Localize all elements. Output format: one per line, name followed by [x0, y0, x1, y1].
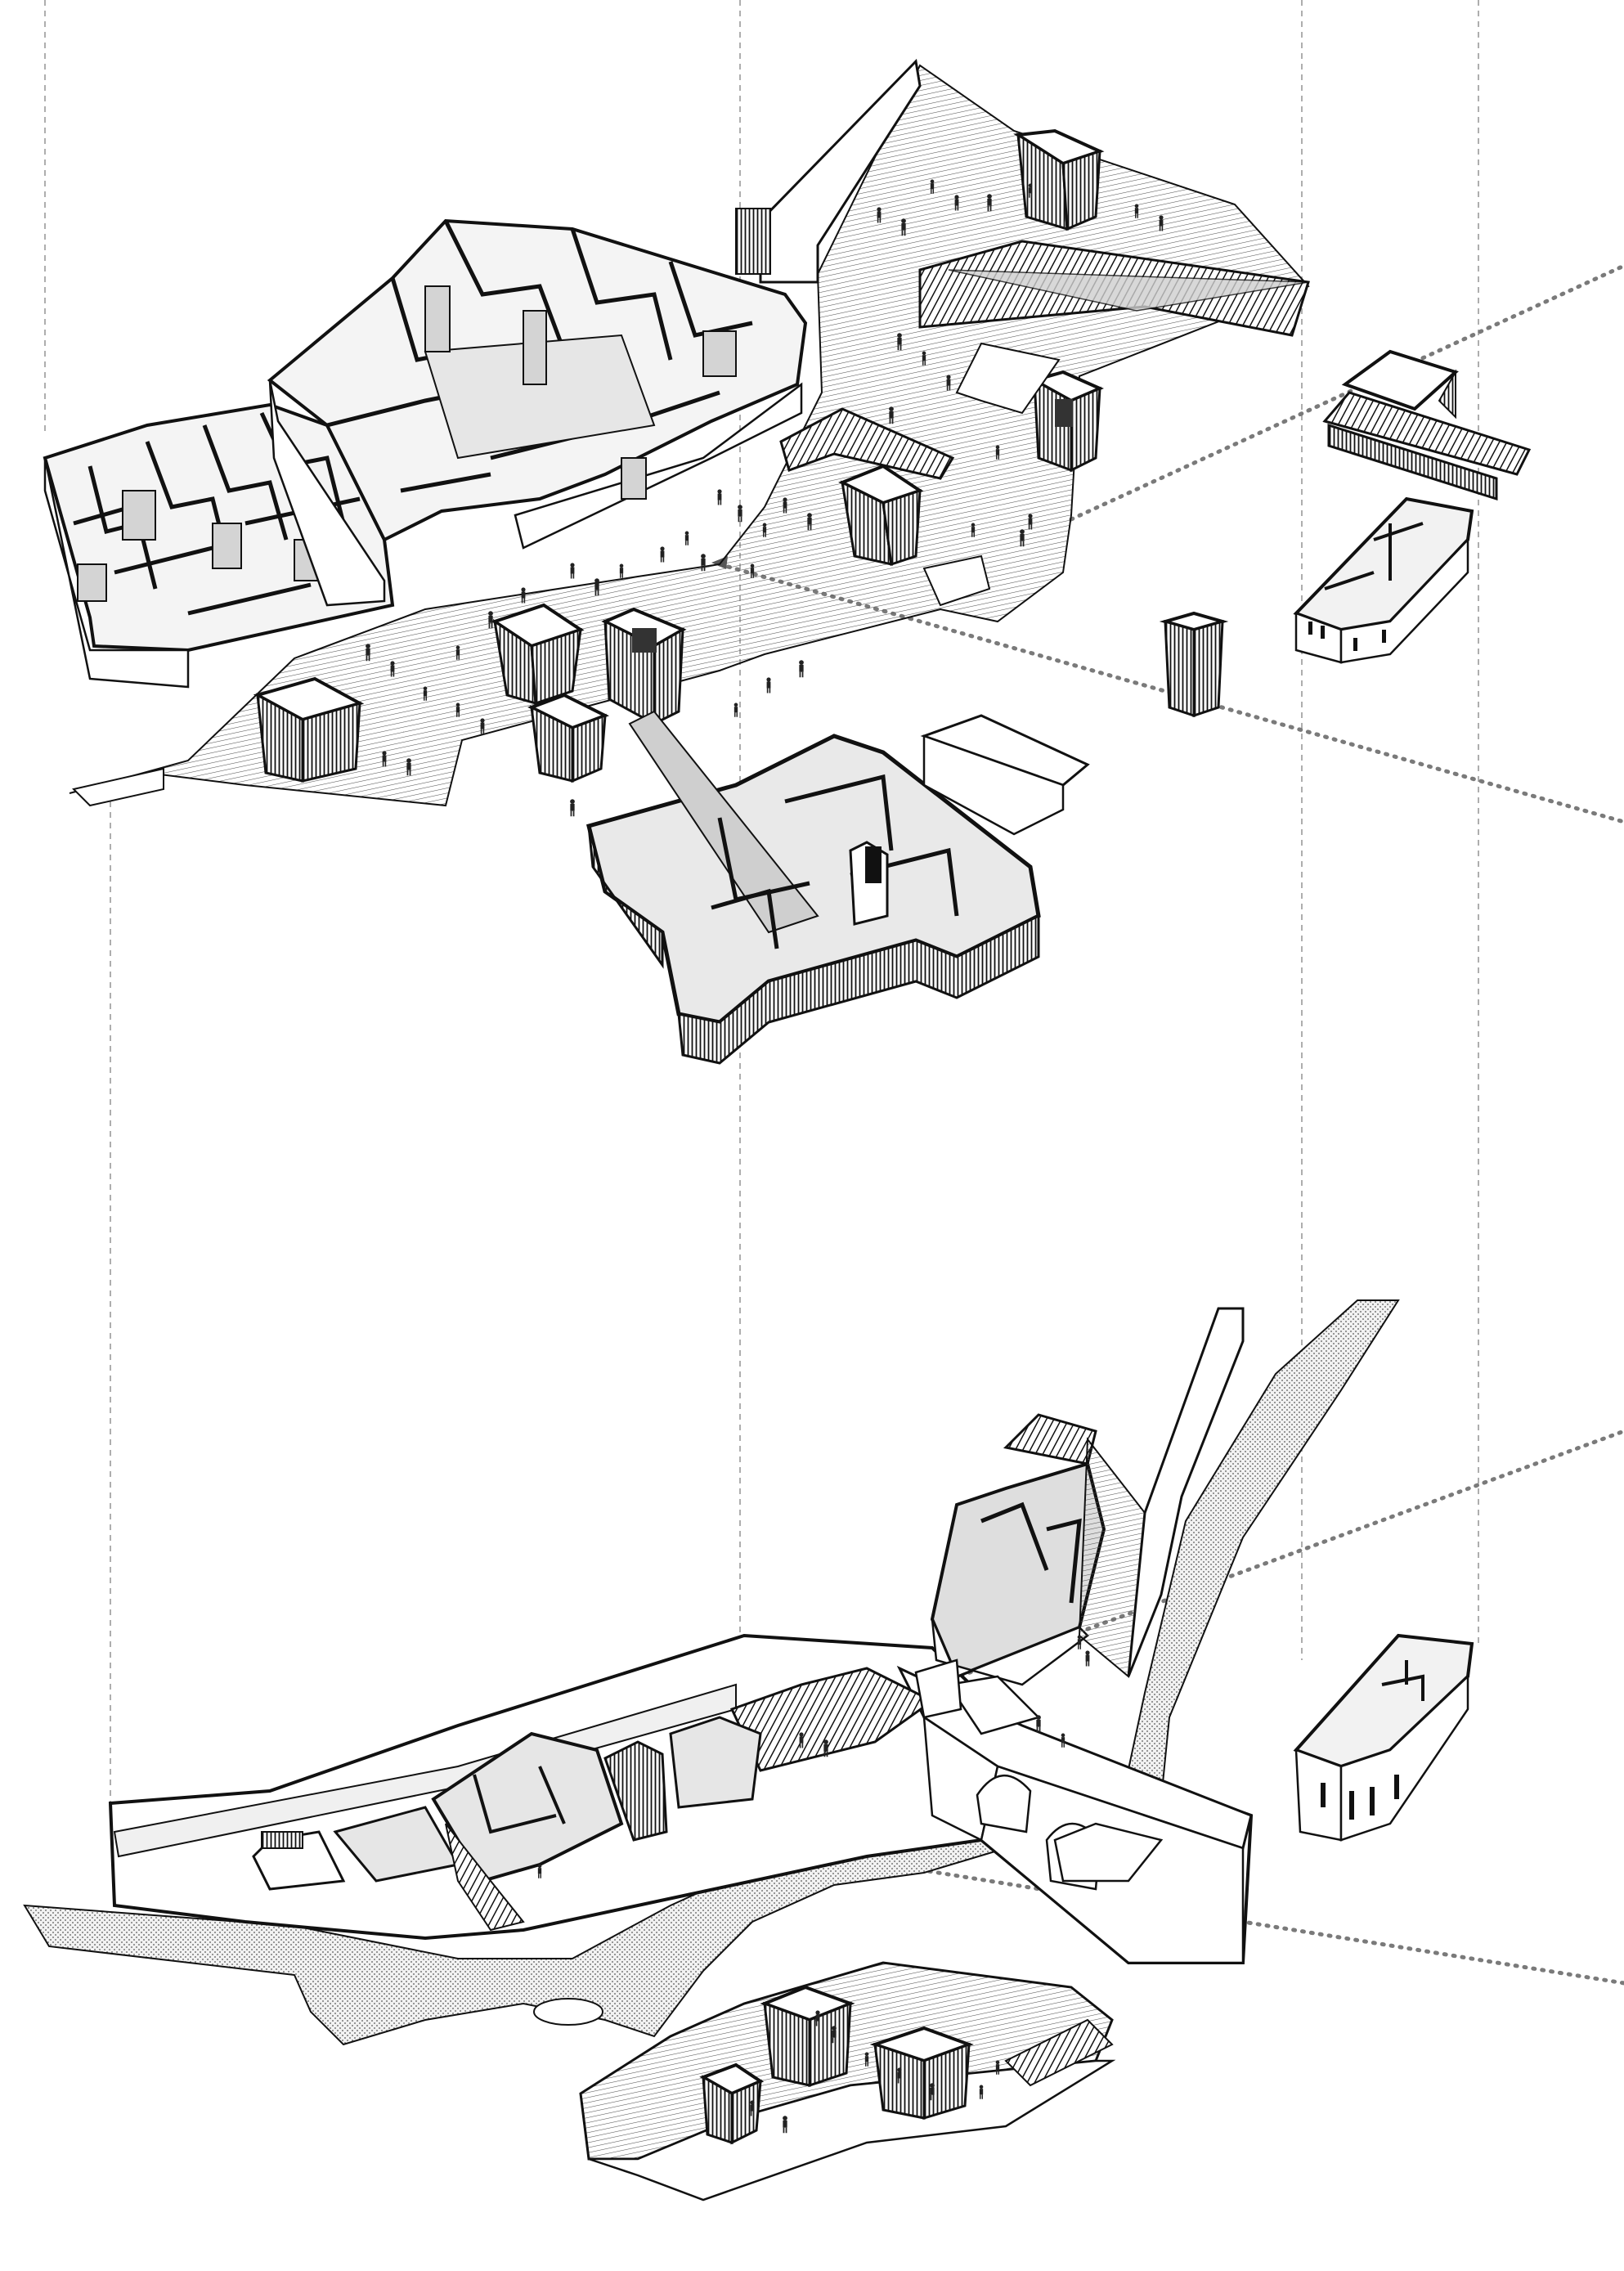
person-figure-icon [738, 505, 742, 523]
kiosk-piazza-b [869, 2026, 974, 2121]
kiosk-mid-right [1030, 370, 1104, 473]
courtyard-building [585, 710, 1041, 1065]
person-figure-icon [619, 563, 624, 578]
person-figure-icon [717, 489, 722, 505]
stair-hall [930, 1413, 1146, 1686]
kiosk-small-ramps [779, 407, 955, 480]
person-figure-icon [1077, 1635, 1082, 1649]
kiosk-lower-b [601, 607, 687, 726]
person-figure-icon [766, 677, 771, 693]
person-figure-icon [1085, 1650, 1090, 1667]
person-figure-icon [799, 660, 804, 678]
kiosk-lower-c [527, 693, 609, 783]
kiosk-lower-d [253, 676, 365, 783]
person-figure-icon [660, 546, 665, 563]
person-figure-icon [570, 563, 575, 579]
tall-wall [759, 58, 922, 284]
blank-volume [920, 714, 1090, 836]
person-figure-icon [1036, 1715, 1041, 1733]
detached-house-right [1293, 1633, 1474, 1842]
riverside-wall [1127, 1307, 1245, 1677]
kiosk-top [1013, 128, 1105, 231]
detached-pavilion-right [1322, 349, 1532, 501]
bridge [896, 1665, 1253, 1964]
tower-stub [735, 208, 771, 275]
riverside-houses [252, 1658, 962, 1932]
person-figure-icon [684, 531, 689, 545]
kiosk-piazza-a [760, 1985, 855, 2088]
kiosk-lower-a [491, 603, 585, 706]
person-figure-icon [570, 799, 575, 817]
person-figure-icon [733, 702, 738, 717]
kiosk-piazza-c [699, 2062, 765, 2145]
kiosk-mid-center [838, 464, 924, 566]
detached-tower [1159, 611, 1229, 718]
lower-level [23, 1299, 1474, 2201]
upper-level [43, 58, 1532, 1065]
detached-wing-right [1293, 496, 1474, 664]
